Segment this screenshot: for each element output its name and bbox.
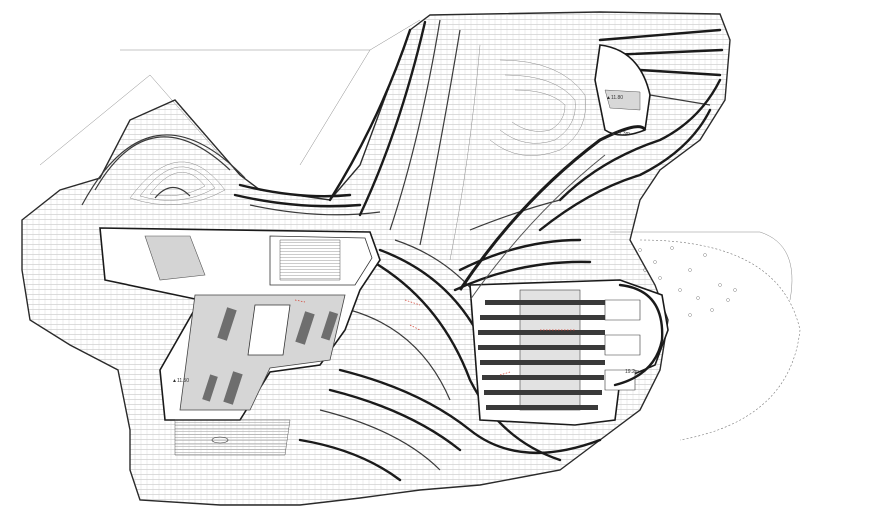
central-ramp — [458, 125, 647, 301]
level-label-c: ▲12.3m — [611, 131, 630, 137]
level-label-d: 19.2m — [625, 369, 639, 375]
level-labels: ▲11.50 ▲11.80 ▲12.3m 19.2m — [172, 95, 639, 384]
annotation-markers — [294, 299, 575, 376]
central-ridge-contours — [328, 19, 724, 261]
right-block — [469, 279, 669, 426]
left-hill-contours — [81, 134, 381, 216]
left-block — [99, 227, 381, 456]
bar-stack — [478, 300, 605, 410]
tree-cluster — [638, 246, 737, 317]
upper-right-room — [594, 44, 651, 136]
level-label-b: ▲11.80 — [606, 95, 623, 101]
level-label-a: ▲11.50 — [172, 378, 189, 384]
